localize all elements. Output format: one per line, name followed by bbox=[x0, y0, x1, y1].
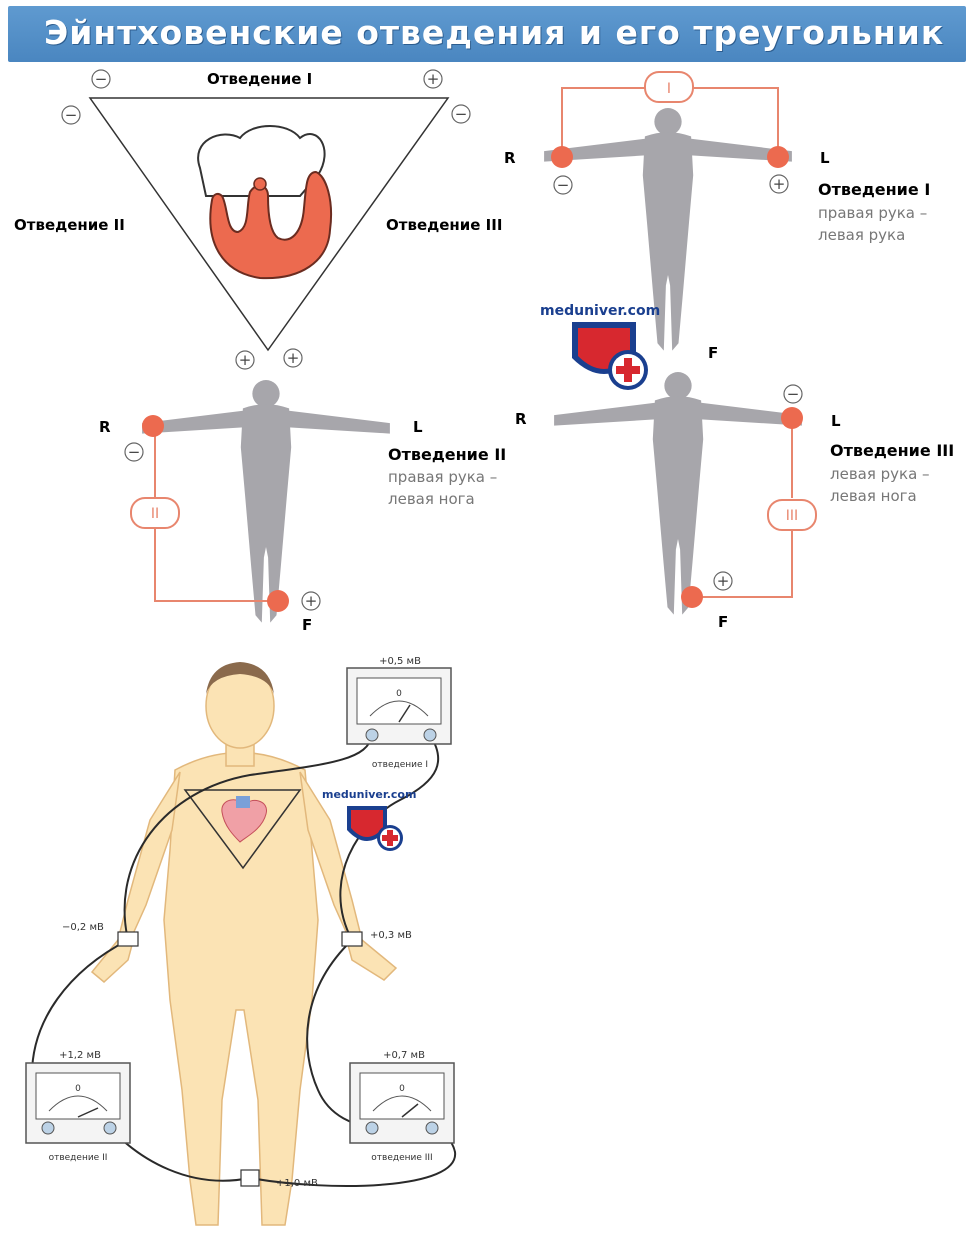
meter2-value: +1,2 мВ bbox=[59, 1050, 101, 1061]
electrode-right-arm bbox=[551, 146, 573, 168]
label-f: F bbox=[718, 613, 728, 631]
triangle-sign-plus: + bbox=[239, 351, 252, 369]
meduniver-logo: meduniver.com bbox=[540, 303, 660, 390]
label-r: R bbox=[504, 149, 516, 167]
meter3-value: +0,7 мВ bbox=[383, 1050, 425, 1061]
electrode-left-arm bbox=[781, 407, 803, 429]
label-l: L bbox=[820, 149, 830, 167]
electrode-left-leg bbox=[681, 586, 703, 608]
meter2-label: отведение II bbox=[49, 1153, 108, 1163]
triangle-sign-minus: − bbox=[455, 105, 468, 123]
electrode-right-arm bbox=[142, 415, 164, 437]
plus-sign: + bbox=[717, 572, 730, 590]
body-figure: 0 +0,5 мВ отведение I 0 +1,2 мВ отведени… bbox=[26, 656, 455, 1225]
triangle-lead-i-label: Отведение I bbox=[207, 70, 312, 88]
meter-zero: 0 bbox=[396, 689, 402, 699]
electrode-left-leg bbox=[267, 590, 289, 612]
lead-i-desc-1: правая рука – bbox=[818, 204, 927, 222]
leg-voltage: +1,0 мВ bbox=[276, 1178, 318, 1189]
voltmeter-lead-iii: 0 bbox=[350, 1063, 454, 1143]
left-arm-voltage: +0,3 мВ bbox=[370, 930, 412, 941]
human-silhouette bbox=[142, 380, 390, 623]
triangle-sign-minus: − bbox=[65, 106, 78, 124]
label-f: F bbox=[302, 616, 312, 634]
minus-sign: − bbox=[557, 176, 570, 194]
minus-sign: − bbox=[128, 443, 141, 461]
lead-ii-desc-1: правая рука – bbox=[388, 468, 497, 486]
triangle-sign-minus: − bbox=[95, 70, 108, 88]
meter-zero: 0 bbox=[399, 1084, 405, 1094]
electrode-right-arm bbox=[118, 932, 138, 946]
label-f: F bbox=[708, 344, 718, 362]
voltmeter-lead-ii: 0 bbox=[26, 1063, 130, 1143]
lead-iii-desc-1: левая рука – bbox=[830, 465, 930, 483]
meter1-label: отведение I bbox=[372, 760, 428, 770]
triangle-sign-plus: + bbox=[427, 70, 440, 88]
human-silhouette bbox=[554, 372, 802, 615]
lead-i-title: Отведение I bbox=[818, 180, 930, 199]
plus-sign: + bbox=[773, 175, 786, 193]
label-r: R bbox=[99, 418, 111, 436]
label-l: L bbox=[413, 418, 423, 436]
triangle-lead-iii-label: Отведение III bbox=[386, 216, 502, 234]
meter-zero: 0 bbox=[75, 1084, 81, 1094]
watermark-text: meduniver.com bbox=[322, 788, 416, 801]
lead-iii-badge-label: III bbox=[786, 508, 798, 524]
voltmeter-lead-i: 0 bbox=[347, 668, 451, 744]
lead-ii-badge-label: II bbox=[151, 506, 159, 522]
lead-iii-desc-2: левая нога bbox=[830, 487, 917, 505]
plus-sign: + bbox=[305, 592, 318, 610]
right-arm-voltage: −0,2 мВ bbox=[62, 922, 104, 933]
electrode-left-arm bbox=[342, 932, 362, 946]
label-r: R bbox=[515, 410, 527, 428]
meter1-value: +0,5 мВ bbox=[379, 656, 421, 667]
lead-ii-panel: II − + R L F Отведение II правая рука – … bbox=[99, 380, 506, 634]
watermark-text: meduniver.com bbox=[540, 303, 660, 319]
electrode-left-leg bbox=[241, 1170, 259, 1186]
lead-iii-panel: III − + R L F Отведение III левая рука –… bbox=[515, 372, 954, 631]
heart-icon bbox=[198, 126, 331, 278]
lead-ii-title: Отведение II bbox=[388, 445, 506, 464]
label-l: L bbox=[831, 412, 841, 430]
lead-i-desc-2: левая рука bbox=[818, 226, 905, 244]
einthoven-triangle: Отведение I Отведение II Отведение III −… bbox=[14, 70, 502, 369]
lead-i-badge-label: I bbox=[667, 81, 671, 97]
triangle-lead-ii-label: Отведение II bbox=[14, 216, 125, 234]
lead-ii-desc-2: левая нога bbox=[388, 490, 475, 508]
lead-iii-title: Отведение III bbox=[830, 441, 954, 460]
electrode-left-arm bbox=[767, 146, 789, 168]
minus-sign: − bbox=[787, 385, 800, 403]
triangle-sign-plus: + bbox=[287, 349, 300, 367]
meter3-label: отведение III bbox=[371, 1153, 432, 1163]
cable-leg-meter2 bbox=[110, 1128, 250, 1181]
